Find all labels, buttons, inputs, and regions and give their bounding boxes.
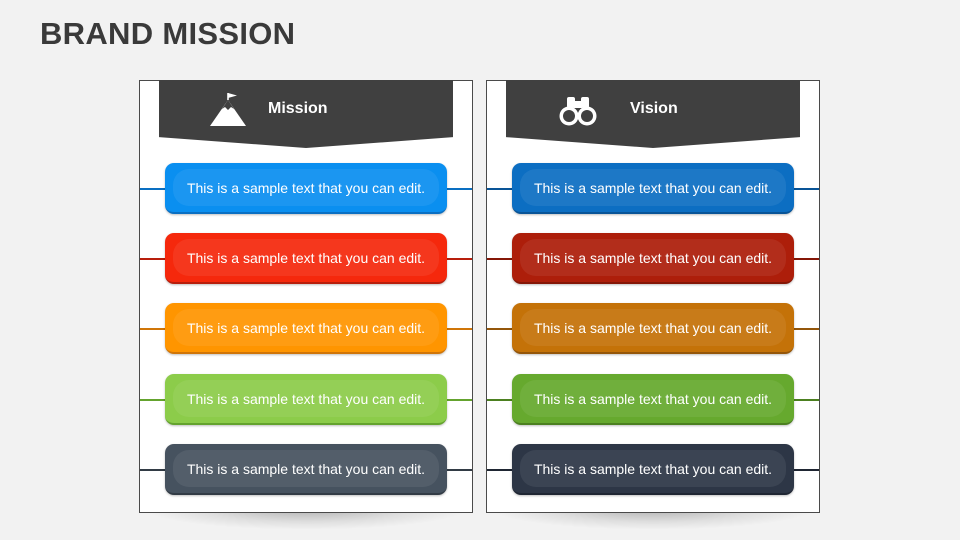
panel-shadow bbox=[488, 508, 818, 530]
mission-banner bbox=[159, 80, 453, 148]
vision-text-box[interactable]: This is a sample text that you can edit. bbox=[512, 374, 794, 425]
vision-text-box[interactable]: This is a sample text that you can edit. bbox=[512, 163, 794, 214]
text-box-label: This is a sample text that you can edit. bbox=[186, 319, 426, 336]
mission-text-box[interactable]: This is a sample text that you can edit. bbox=[165, 233, 447, 284]
text-box-label: This is a sample text that you can edit. bbox=[533, 179, 773, 196]
mission-panel: Mission This is a sample text that you c… bbox=[139, 80, 473, 513]
text-box-label: This is a sample text that you can edit. bbox=[186, 179, 426, 196]
panel-shadow bbox=[141, 508, 471, 530]
text-box-label: This is a sample text that you can edit. bbox=[186, 249, 426, 266]
text-box-label: This is a sample text that you can edit. bbox=[533, 319, 773, 336]
text-box-label: This is a sample text that you can edit. bbox=[533, 390, 773, 407]
vision-banner bbox=[506, 80, 800, 148]
mountain-flag-icon bbox=[210, 93, 246, 126]
mission-text-box[interactable]: This is a sample text that you can edit. bbox=[165, 444, 447, 495]
mission-text-box[interactable]: This is a sample text that you can edit. bbox=[165, 303, 447, 354]
vision-panel: Vision This is a sample text that you ca… bbox=[486, 80, 820, 513]
vision-text-box[interactable]: This is a sample text that you can edit. bbox=[512, 233, 794, 284]
vision-text-box[interactable]: This is a sample text that you can edit. bbox=[512, 303, 794, 354]
mission-text-box[interactable]: This is a sample text that you can edit. bbox=[165, 374, 447, 425]
mission-text-box[interactable]: This is a sample text that you can edit. bbox=[165, 163, 447, 214]
binoculars-icon bbox=[559, 97, 597, 126]
slide-title: BRAND MISSION bbox=[40, 16, 296, 51]
vision-label: Vision bbox=[630, 100, 678, 117]
text-box-label: This is a sample text that you can edit. bbox=[533, 460, 773, 477]
text-box-label: This is a sample text that you can edit. bbox=[533, 249, 773, 266]
vision-text-box[interactable]: This is a sample text that you can edit. bbox=[512, 444, 794, 495]
mission-label: Mission bbox=[268, 100, 328, 117]
text-box-label: This is a sample text that you can edit. bbox=[186, 460, 426, 477]
text-box-label: This is a sample text that you can edit. bbox=[186, 390, 426, 407]
